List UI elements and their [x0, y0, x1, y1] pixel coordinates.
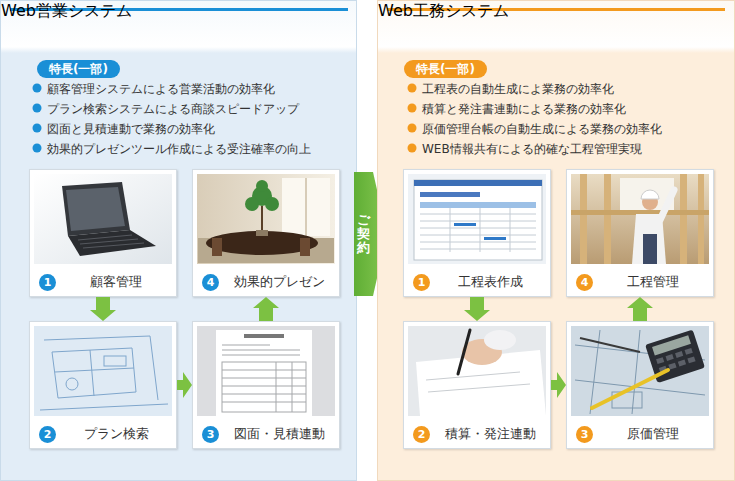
feature-bullet: 顧客管理システムによる営業活動の効率化 — [47, 81, 275, 97]
cost-desk-photo — [571, 326, 709, 416]
flow-arrow — [627, 297, 653, 321]
step-label: 原価管理 — [599, 423, 707, 445]
bullet-dots — [33, 84, 42, 153]
panel-title: Web営業システム — [1, 1, 356, 22]
step-number-badge: 4 — [202, 274, 219, 291]
feature-heading: 特長(一部) — [49, 60, 108, 78]
feature-bullet: 工程表の自動生成によ業務の効率化 — [422, 81, 614, 97]
feature-bullet: 効果的プレゼンツール作成による受注確率の向上 — [47, 141, 311, 157]
step-number-badge: 3 — [576, 426, 593, 443]
feature-bullet: 図面と見積連動で業務の効率化 — [47, 121, 215, 137]
step-number-badge: 2 — [39, 426, 56, 443]
document-photo — [197, 326, 335, 416]
flow-arrow — [253, 297, 279, 321]
contract-label: ご契約 — [357, 213, 370, 256]
step-number: 2 — [39, 426, 56, 443]
feature-pill: 特長(一部) — [404, 60, 487, 78]
step-number: 4 — [202, 274, 219, 291]
feature-bullet: WEB情報共有による的確な工程管理実現 — [422, 141, 642, 157]
step-number-badge: 1 — [413, 274, 430, 291]
step-number-badge: 4 — [576, 274, 593, 291]
construction-photo — [571, 174, 709, 264]
step-number: 2 — [413, 426, 430, 443]
laptop-photo — [34, 174, 172, 264]
step-label: 効果的プレゼン — [225, 271, 333, 293]
step-number: 4 — [576, 274, 593, 291]
bullet-dots — [408, 84, 417, 153]
meeting-room-photo — [197, 174, 335, 264]
step-label: 工程表作成 — [436, 271, 544, 293]
header-strip — [387, 8, 725, 11]
panel-title: Web工務システム — [378, 1, 734, 22]
step-number: 3 — [202, 426, 219, 443]
flow-arrow — [551, 372, 566, 398]
feature-bullet: プラン検索システムによる商談スピードアップ — [47, 101, 299, 117]
step-number-badge: 1 — [39, 274, 56, 291]
feature-pill: 特長(一部) — [37, 60, 120, 78]
step-label: 図面・見積連動 — [225, 423, 333, 445]
flow-arrow — [177, 372, 192, 398]
flow-arrow — [464, 297, 490, 321]
step-label: プラン検索 — [62, 423, 170, 445]
step-label: 顧客管理 — [62, 271, 170, 293]
step-number: 3 — [576, 426, 593, 443]
feature-heading: 特長(一部) — [416, 60, 475, 78]
flow-arrow — [90, 297, 116, 321]
header-strip — [10, 8, 348, 11]
writing-photo — [408, 326, 546, 416]
step-number-badge: 2 — [413, 426, 430, 443]
schedule-screen-photo — [408, 174, 546, 264]
blueprint-photo — [34, 326, 172, 416]
step-label: 工程管理 — [599, 271, 707, 293]
step-label: 積算・発注連動 — [436, 423, 544, 445]
feature-bullet: 積算と発注書連動による業務の効率化 — [422, 101, 626, 117]
feature-bullet: 原価管理台帳の自動生成による業務の効率化 — [422, 121, 662, 137]
step-number-badge: 3 — [202, 426, 219, 443]
step-number: 1 — [39, 274, 56, 291]
step-number: 1 — [413, 274, 430, 291]
